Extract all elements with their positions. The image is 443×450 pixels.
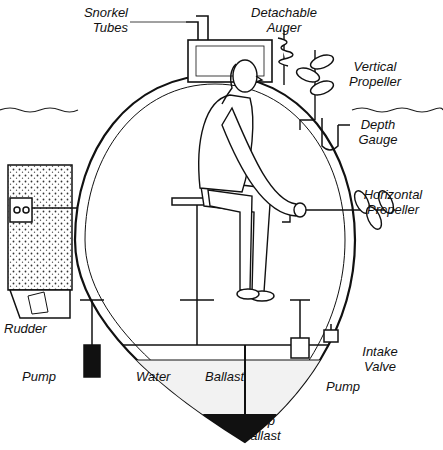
operator-figure-part — [233, 60, 257, 92]
ballast-tank-part — [244, 345, 246, 430]
stool-part — [180, 299, 214, 301]
part-label: Intake Valve — [352, 345, 408, 374]
part-label: Horizontal Propeller — [352, 188, 434, 217]
mine-and-rudder-part — [8, 165, 72, 290]
operator-figure — [199, 60, 306, 301]
pumps-part — [330, 324, 332, 330]
ballast-tank-part — [60, 360, 380, 415]
mine-and-rudder-part — [14, 207, 20, 213]
vertical-propeller-part — [295, 65, 322, 84]
operator-figure-part — [237, 289, 259, 299]
ballast-tank — [60, 345, 380, 450]
conning-tower-part — [196, 16, 208, 40]
part-label: Rudder — [4, 322, 56, 337]
detachable-auger — [278, 30, 293, 85]
part-label: Ballast — [205, 370, 261, 385]
part-label: Detachable Auger — [248, 6, 320, 35]
depth-gauge — [322, 118, 350, 150]
operator-figure-part — [222, 64, 236, 104]
part-label: Depth Gauge — [350, 118, 406, 147]
operator-figure-part — [200, 180, 270, 292]
operator-figure-part — [294, 203, 306, 217]
ballast-tank-part — [60, 360, 380, 361]
pumps-part — [299, 300, 301, 340]
part-label: Drop Ballast — [230, 414, 292, 443]
conning-tower-part — [130, 22, 186, 23]
part-label: Pump — [326, 380, 370, 395]
operator-figure-part — [208, 190, 252, 290]
depth-gauge-part — [322, 118, 338, 150]
stool — [172, 198, 222, 345]
water-surface-part — [352, 108, 443, 112]
pumps-part — [324, 330, 338, 342]
part-label: Pump — [22, 370, 66, 385]
mine-and-rudder-part — [10, 198, 32, 222]
pumps-part — [84, 345, 100, 377]
vertical-propeller-part — [309, 52, 336, 71]
mine-and-rudder-part — [23, 207, 29, 213]
part-label: Vertical Propeller — [342, 60, 408, 89]
vertical-propeller — [295, 50, 336, 130]
conning-tower-part — [188, 40, 272, 82]
stool-part — [196, 205, 198, 345]
depth-gauge-part — [338, 124, 350, 126]
conning-tower-part — [186, 22, 198, 40]
vertical-propeller-part — [309, 78, 336, 97]
pumps-part — [91, 300, 93, 345]
detachable-auger-part — [283, 30, 284, 85]
operator-figure-part — [222, 108, 296, 216]
part-label: Water — [136, 370, 186, 385]
pumps-part — [291, 338, 309, 358]
water-surface-part — [0, 108, 78, 112]
pumps — [80, 300, 338, 377]
ballast-tank-part — [60, 344, 380, 346]
vertical-propeller-part — [300, 120, 315, 130]
mine-and-rudder-part — [28, 292, 48, 314]
detachable-auger-part — [278, 38, 293, 66]
ballast-tank-part — [60, 414, 380, 450]
part-label: Snorkel Tubes — [66, 6, 128, 35]
mine-and-rudder-part — [10, 290, 70, 318]
operator-figure-part — [256, 76, 262, 82]
